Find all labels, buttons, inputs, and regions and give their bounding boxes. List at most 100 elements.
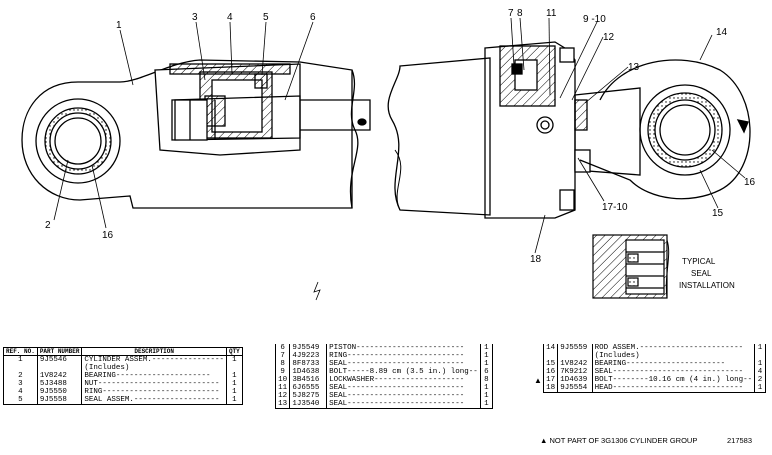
part-number: 6J6555 — [289, 384, 328, 392]
description: CYLINDER ASSEM.---------------- — [81, 355, 227, 364]
qty: 1 — [479, 400, 494, 409]
part-number: 7K9212 — [557, 368, 593, 376]
qty: 2 — [754, 376, 766, 384]
description: SEAL----------------------------- — [591, 368, 756, 376]
part-number — [557, 352, 593, 360]
part-number: 4J9223 — [289, 352, 328, 360]
qty: 1 — [225, 396, 243, 405]
footnote: ▲ NOT PART OF 3G1306 CYLINDER GROUP — [540, 436, 698, 445]
scribble-mark — [313, 281, 321, 301]
ref-no: 9 — [274, 368, 291, 376]
header-description: DESCRIPTION — [81, 347, 227, 356]
qty: 1 — [479, 360, 494, 368]
ref-no — [542, 352, 559, 360]
header-part-number: PART NUMBER — [36, 347, 83, 356]
part-number — [36, 364, 83, 372]
ref-no: 7 — [274, 352, 291, 360]
callout-2: 2 — [45, 220, 51, 231]
ref-no: 4 — [3, 388, 38, 396]
callout-17-10: 17-10 — [602, 202, 628, 213]
description: BEARING---------------------- — [591, 360, 756, 368]
part-number: 9J5554 — [557, 384, 593, 393]
qty: 1 — [225, 372, 243, 380]
qty — [225, 364, 243, 372]
part-number: 1D4639 — [557, 376, 593, 384]
part-number: 8F8733 — [289, 360, 328, 368]
description: SEAL ASSEM.------------------- — [81, 396, 227, 405]
table-row: (Includes) — [3, 364, 243, 372]
seal-note-line-1: TYPICAL — [682, 257, 716, 266]
part-number: 9J5558 — [36, 396, 83, 405]
ref-no: 12 — [274, 392, 291, 400]
qty — [754, 352, 766, 360]
callout-8: 8 — [517, 8, 523, 19]
callout-11: 11 — [546, 8, 557, 19]
part-number: 1D4638 — [289, 368, 328, 376]
callout-16-left: 16 — [102, 230, 114, 241]
ref-no: 15 — [542, 360, 559, 368]
cylinder-exploded-diagram: 1 3 4 5 6 2 16 7 8 11 9 -10 12 13 14 16 … — [21, 8, 756, 301]
description: BOLT--------10.16 cm (4 in.) long-- — [591, 376, 756, 384]
callout-15: 15 — [712, 208, 724, 219]
seal-note-line-2: SEAL — [691, 269, 712, 278]
part-number: 3B4516 — [289, 376, 328, 384]
seal-installation-inset — [592, 234, 670, 299]
qty: 1 — [479, 352, 494, 360]
part-number: 9J5550 — [36, 388, 83, 396]
qty: 1 — [225, 355, 243, 364]
callout-1: 1 — [116, 20, 122, 31]
part-number: 5J8275 — [289, 392, 328, 400]
part-number: 1V8242 — [36, 372, 83, 380]
callout-9-10: 9 -10 — [583, 14, 606, 25]
qty: 1 — [479, 384, 494, 392]
qty: 4 — [754, 368, 766, 376]
qty: 1 — [225, 388, 243, 396]
ref-no: 8 — [274, 360, 291, 368]
description: ROD ASSEM.----------------------- — [591, 344, 756, 352]
ref-no: 14 — [542, 344, 559, 352]
header-ref-no: REF. NO. — [3, 347, 38, 356]
part-number: 9J5559 — [557, 344, 593, 352]
part-number: 9J5546 — [36, 355, 83, 364]
part-number: 9J5549 — [289, 344, 328, 352]
description: SEAL-------------------------- — [326, 392, 481, 400]
ref-no: 6 — [274, 344, 291, 352]
callout-5: 5 — [263, 12, 269, 23]
part-number: 1J3540 — [289, 400, 328, 409]
header-qty: QTY — [225, 347, 243, 356]
ref-no — [3, 364, 38, 372]
ref-no: 18 — [542, 384, 559, 393]
ref-no: 16 — [542, 368, 559, 376]
ref-no: 10 — [274, 376, 291, 384]
ref-no: 5 — [3, 396, 38, 405]
description: HEAD----------------------------- — [591, 384, 756, 393]
description: PISTON------------------------ — [326, 344, 481, 352]
cylinder-assembly — [21, 59, 371, 209]
ref-no: 17 — [542, 376, 559, 384]
qty: 1 — [754, 344, 766, 352]
description: RING-------------------------- — [81, 388, 227, 396]
callout-4: 4 — [227, 12, 233, 23]
ref-no: 1 — [3, 355, 38, 364]
callout-16-right: 16 — [744, 177, 756, 188]
callout-18: 18 — [530, 254, 542, 265]
qty: 1 — [754, 384, 766, 393]
qty: 6 — [479, 368, 494, 376]
callout-12: 12 — [603, 32, 615, 43]
